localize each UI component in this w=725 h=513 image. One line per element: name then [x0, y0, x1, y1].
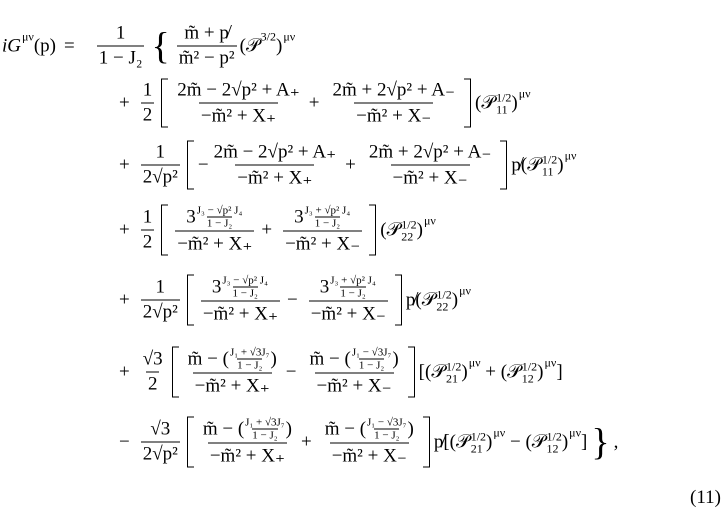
spin32-fraction: m̃ + p̸m̃² − p²	[176, 22, 237, 69]
lhs-superscript: μν	[22, 29, 34, 44]
equation-number: (11)	[690, 487, 721, 508]
term-fraction: 2m̃ + 2√p² + A₋−m̃² + X₋	[332, 79, 456, 127]
trailing-comma: ,	[613, 431, 619, 452]
left-bracket	[171, 346, 179, 398]
close-brace: }	[591, 421, 610, 463]
left-bracket	[186, 140, 194, 190]
lhs-argument: (p)	[33, 35, 57, 56]
right-bracket	[394, 274, 402, 326]
left-bracket	[186, 416, 194, 468]
left-bracket	[161, 204, 169, 256]
projector-open: (	[239, 35, 246, 56]
right-bracket	[369, 204, 377, 256]
right-bracket	[500, 140, 508, 190]
right-bracket	[422, 416, 430, 468]
right-bracket	[464, 78, 472, 128]
equals-sign: =	[64, 35, 75, 56]
term-fraction: 2m̃ − 2√p² + A₊−m̃² + X₊	[213, 141, 337, 189]
left-bracket	[161, 78, 169, 128]
term-fraction: 2m̃ − 2√p² + A₊−m̃² + X₊	[177, 79, 300, 127]
lhs-symbol: iG	[2, 35, 21, 56]
term-fraction: 2m̃ + 2√p² + A₋−m̃² + X₋	[368, 141, 492, 189]
left-bracket	[186, 274, 194, 326]
right-bracket	[407, 346, 415, 398]
projector-symbol: 𝒫	[245, 35, 260, 56]
open-brace: {	[151, 25, 170, 67]
